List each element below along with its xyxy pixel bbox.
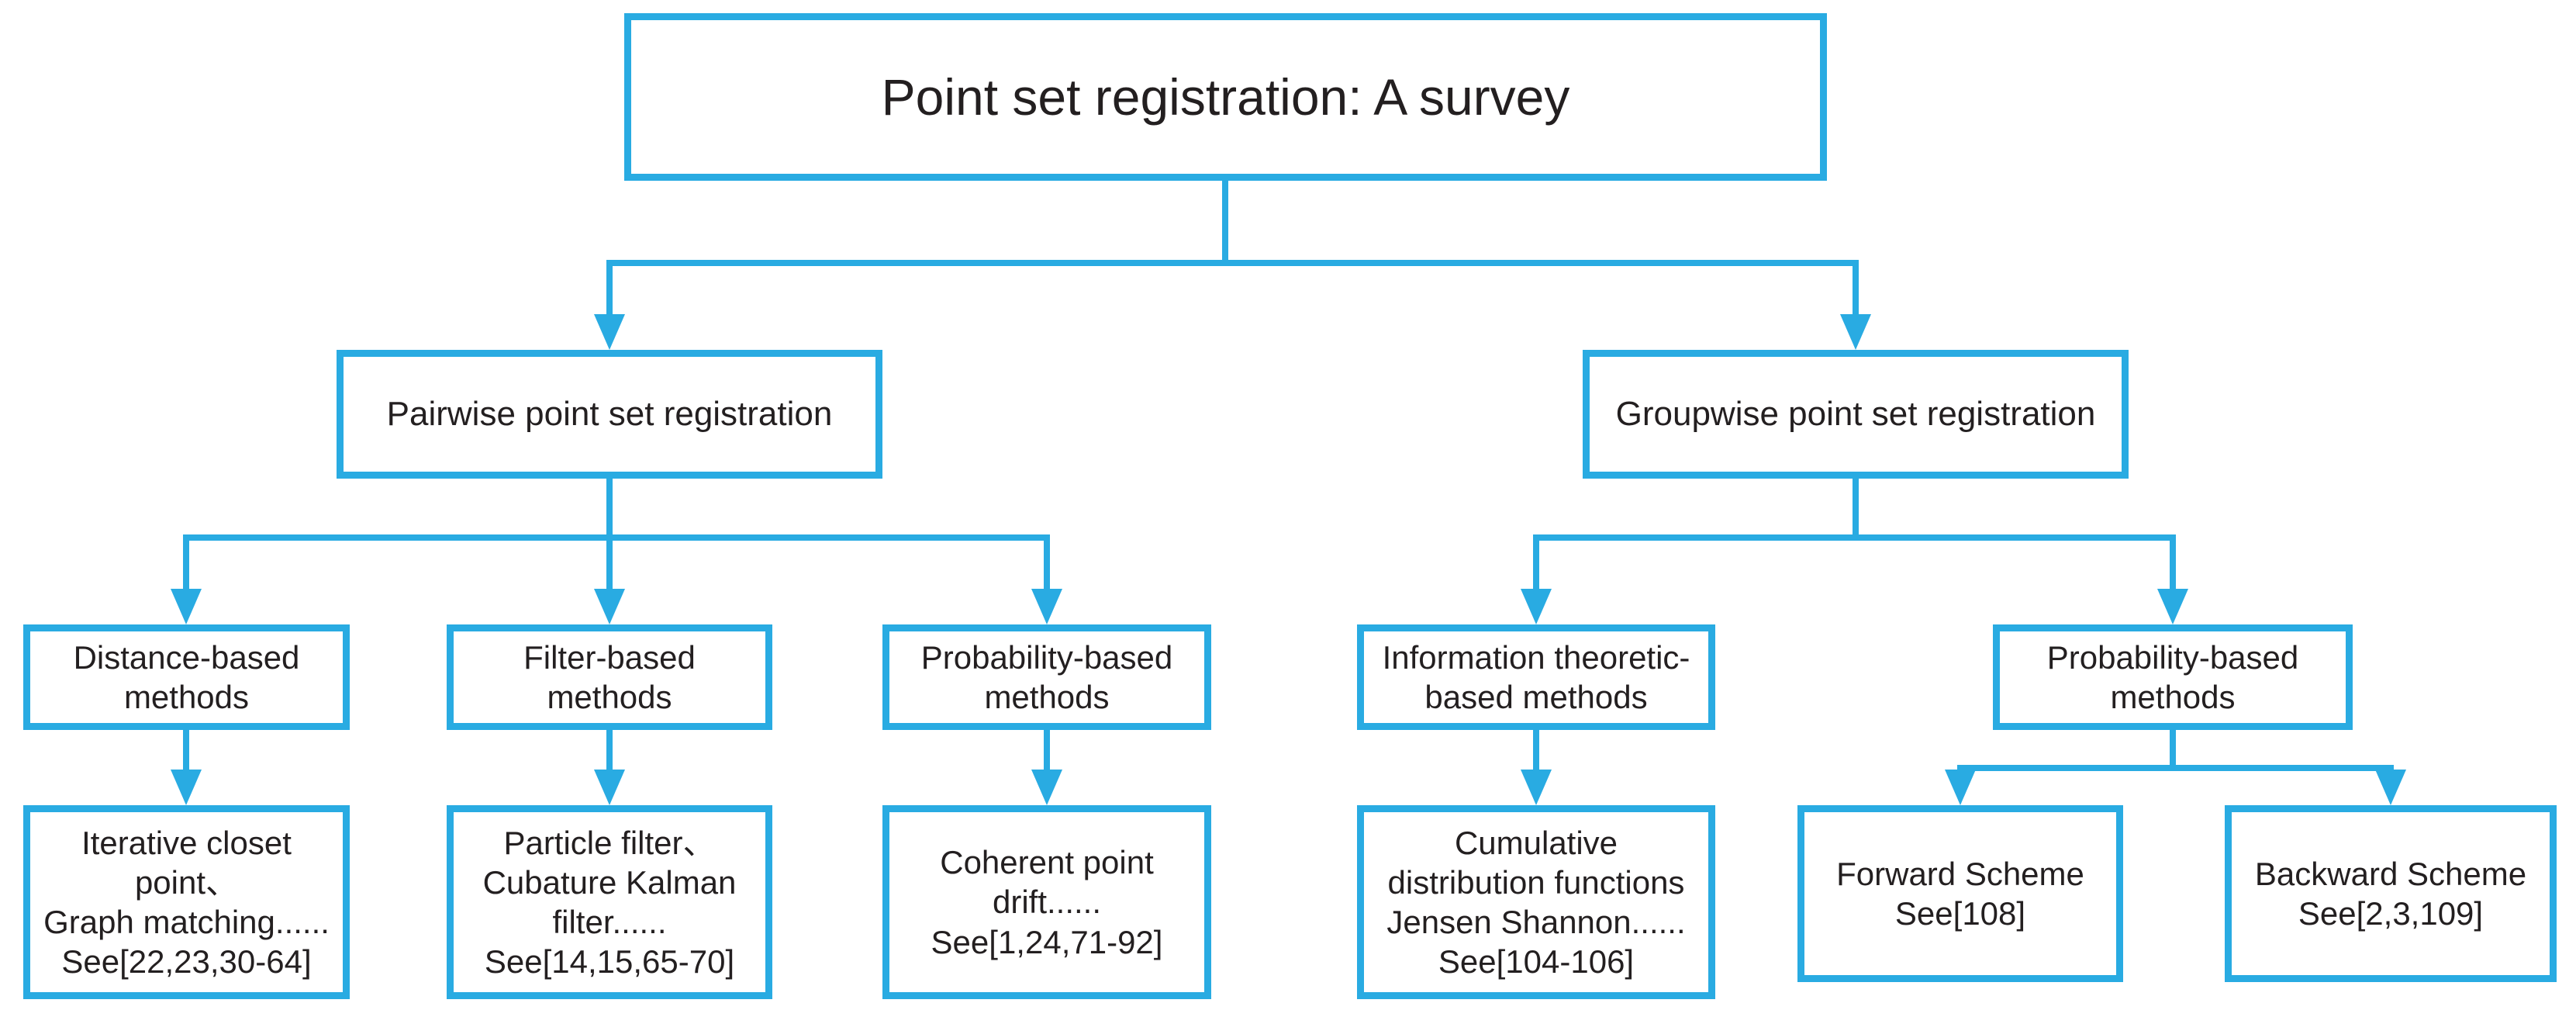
node-probability-based-methods-groupwise: Probability-based methods — [1993, 624, 2353, 730]
arrowhead-cumulative — [1521, 770, 1552, 805]
arrowhead-probability-pairwise — [1031, 589, 1062, 624]
arrowhead-backward — [2375, 770, 2406, 805]
node-probability-based-methods-pairwise: Probability-based methods — [882, 624, 1211, 730]
arrowhead-iterative — [171, 770, 202, 805]
node-forward-scheme: Forward Scheme See[108] — [1797, 805, 2123, 982]
arrowhead-probability-groupwise — [2157, 589, 2188, 624]
node-particle-filter: Particle filter、 Cubature Kalman filter.… — [447, 805, 772, 999]
node-information-theoretic-methods: Information theoretic- based methods — [1357, 624, 1715, 730]
node-groupwise-registration: Groupwise point set registration — [1583, 350, 2129, 479]
arrowhead-information — [1521, 589, 1552, 624]
node-coherent-point-drift: Coherent point drift...... See[1,24,71-9… — [882, 805, 1211, 999]
arrowhead-groupwise — [1840, 314, 1871, 350]
arrowhead-forward — [1945, 770, 1976, 805]
node-cumulative-distribution-functions: Cumulative distribution functions Jensen… — [1357, 805, 1715, 999]
node-distance-based-methods: Distance-based methods — [23, 624, 350, 730]
arrowhead-distance — [171, 589, 202, 624]
node-root-title: Point set registration: A survey — [624, 13, 1827, 181]
arrowhead-pairwise — [594, 314, 625, 350]
node-iterative-closet-point: Iterative closet point、 Graph matching..… — [23, 805, 350, 999]
node-filter-based-methods: Filter-based methods — [447, 624, 772, 730]
arrowhead-particle — [594, 770, 625, 805]
node-pairwise-registration: Pairwise point set registration — [337, 350, 882, 479]
node-backward-scheme: Backward Scheme See[2,3,109] — [2225, 805, 2557, 982]
arrowhead-coherent — [1031, 770, 1062, 805]
arrowhead-filter — [594, 589, 625, 624]
